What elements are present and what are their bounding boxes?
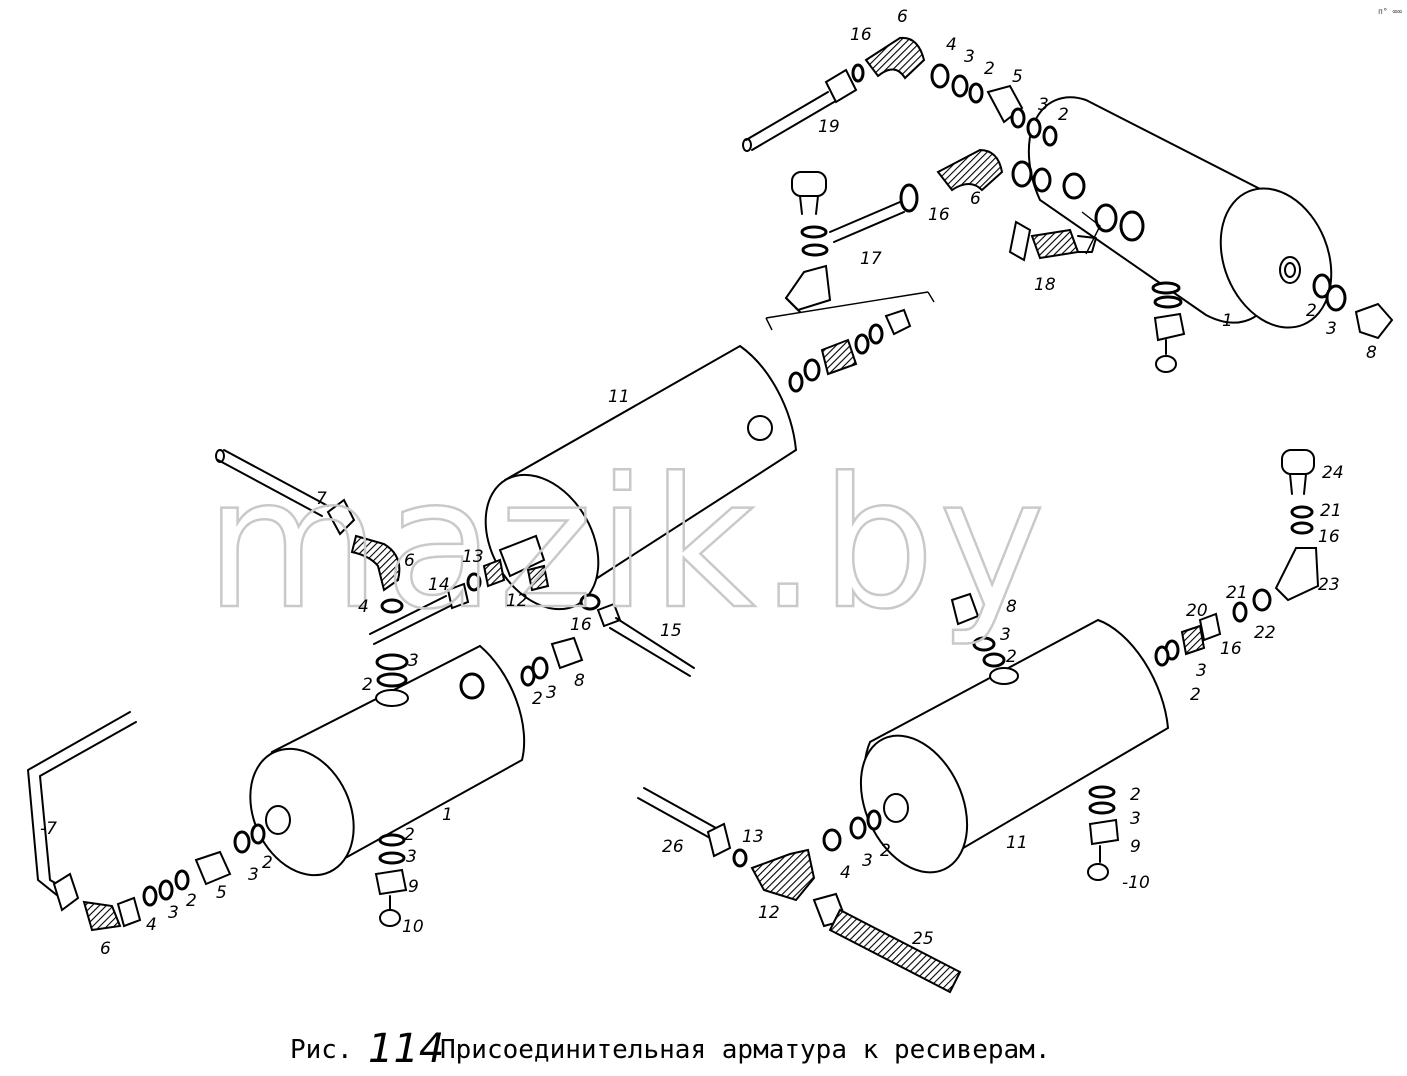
top-line-fittings (742, 36, 1058, 152)
callout-label: 2 (984, 59, 995, 79)
corner-mark: п° ∞∞ (1378, 7, 1402, 16)
callout-label: 12 (758, 903, 780, 923)
callout-label: 3 (1196, 661, 1207, 681)
callout-label: 4 (146, 915, 157, 935)
callout-label: 16 (850, 25, 872, 45)
callout-label: 15 (660, 621, 682, 641)
callout-label: 3 (168, 903, 179, 923)
callout-label: 3 (546, 683, 557, 703)
callout-label: 9 (408, 877, 419, 897)
callout-label: 10 (402, 917, 424, 937)
callout-label: 2 (362, 675, 373, 695)
bottom-left-piping (27, 711, 266, 932)
callout-label: 2 (262, 853, 273, 873)
callout-label: 13 (462, 547, 484, 567)
callout-label: 20 (1186, 601, 1208, 621)
callout-label: 2 (532, 689, 543, 709)
callout-label: 2 (1130, 785, 1141, 805)
receiver-1-drain (1151, 273, 1394, 373)
callout-label: 14 (428, 575, 450, 595)
callout-label: 7 (316, 489, 327, 509)
callout-label: 6 (404, 551, 415, 571)
callout-label: 19 (818, 117, 840, 137)
callout-label: 23 (1318, 575, 1340, 595)
right-fitting-chain (1154, 449, 1320, 667)
callout-label: 25 (912, 929, 934, 949)
callout-label: 2 (404, 825, 415, 845)
callout-label: 3 (408, 651, 419, 671)
callout-label: 2 (1306, 301, 1317, 321)
bottom-right-piping (637, 787, 962, 994)
receiver-11-center (484, 344, 798, 611)
figure-caption: Рис. 114 Присоединительная арматура к ре… (290, 1026, 1050, 1072)
callout-label: 16 (570, 615, 592, 635)
elbow-fitting-top (765, 171, 935, 331)
callout-label: 6 (970, 189, 981, 209)
callout-label: 6 (897, 7, 908, 27)
callout-label: 4 (946, 35, 957, 55)
callout-label: 8 (574, 671, 585, 691)
caption-prefix: Рис. (290, 1035, 353, 1065)
callout-label: 9 (1130, 837, 1141, 857)
receiver-11-drain (1087, 785, 1120, 881)
callout-label: 3 (964, 47, 975, 67)
receiver-1-bottom (249, 636, 584, 927)
caption-text: Присоединительная арматура к ресиверам. (440, 1035, 1050, 1065)
callout-label: 3 (248, 865, 259, 885)
callout-label: 4 (358, 597, 369, 617)
receiver-11-bottom (859, 592, 1170, 874)
watermark: mazik.by (205, 440, 1049, 649)
callout-label: 17 (860, 249, 882, 269)
callout-label: 1 (1222, 311, 1233, 331)
callout-label: 6 (100, 939, 111, 959)
callout-label: 3 (406, 847, 417, 867)
drain-valve-18 (1008, 220, 1097, 262)
callout-label: 5 (1012, 67, 1023, 87)
callout-label: 16 (1220, 639, 1242, 659)
callout-label: 2 (1006, 647, 1017, 667)
callout-label: 3 (1038, 95, 1049, 115)
callout-label: 3 (1326, 319, 1337, 339)
callout-label: 3 (862, 851, 873, 871)
callout-label: 11 (608, 387, 630, 407)
callout-label: -10 (1122, 873, 1150, 893)
callout-label: 2 (1190, 685, 1201, 705)
callout-label: 3 (1130, 809, 1141, 829)
callout-label: 18 (1034, 275, 1056, 295)
callout-label: 22 (1254, 623, 1276, 643)
callout-label: 4 (840, 863, 851, 883)
receiver-11-fitting-chain (788, 308, 912, 393)
caption-number: 114 (368, 1026, 444, 1072)
callout-label: 8 (1006, 597, 1017, 617)
center-piping (215, 449, 695, 677)
callout-label: 2 (880, 841, 891, 861)
receiver-1-top (1027, 96, 1333, 329)
callout-label: 5 (216, 883, 227, 903)
callout-label: 1 (442, 805, 453, 825)
callout-label: 24 (1322, 463, 1344, 483)
mid-line-fittings (829, 148, 1145, 255)
callout-label: 13 (742, 827, 764, 847)
callout-label: 12 (506, 591, 528, 611)
callout-label: 16 (928, 205, 950, 225)
callout-label: 21 (1320, 501, 1342, 521)
callout-label: 11 (1006, 833, 1028, 853)
callout-label: 8 (1366, 343, 1377, 363)
callout-label: 2 (1058, 105, 1069, 125)
callout-label: 3 (1000, 625, 1011, 645)
callout-label: 2 (186, 891, 197, 911)
callout-label: 26 (662, 837, 684, 857)
callout-label: 21 (1226, 583, 1248, 603)
callout-label: 16 (1318, 527, 1340, 547)
callout-label: -7 (40, 819, 57, 839)
callout-labels: 6 16 4 3 2 5 3 2 19 16 6 17 18 1 2 3 8 1… (40, 7, 1377, 959)
